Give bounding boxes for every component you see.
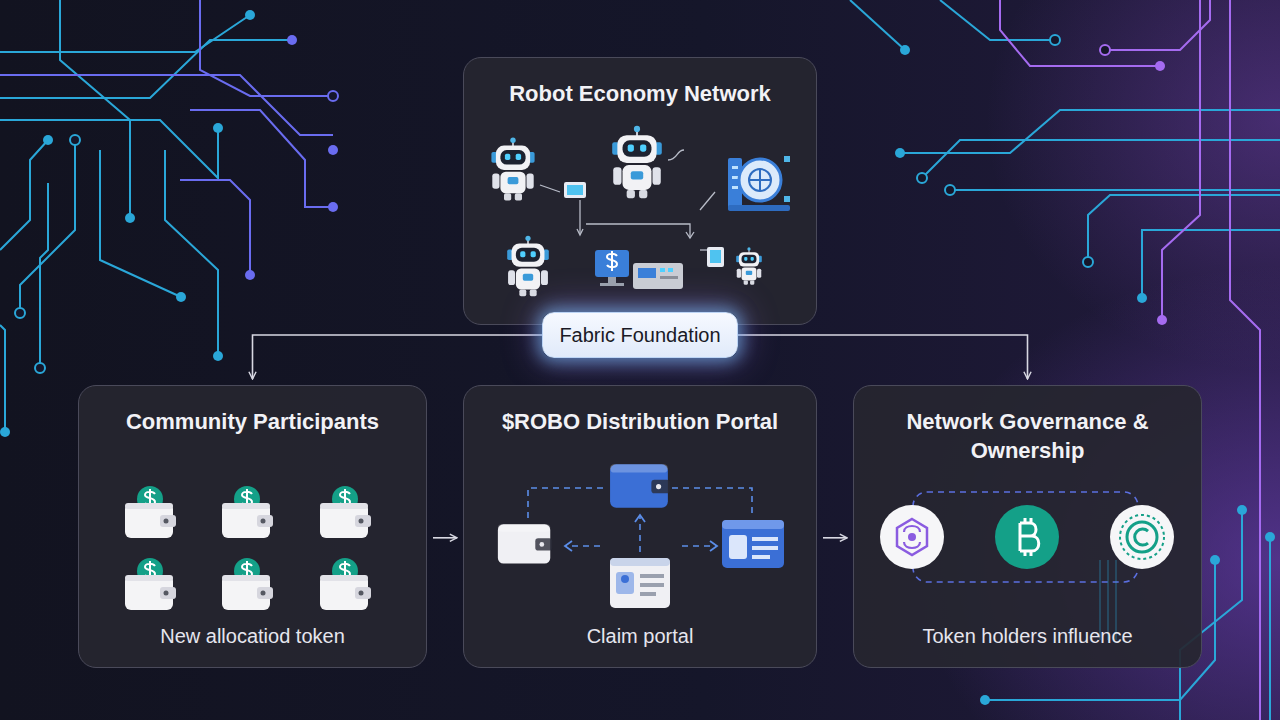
- flow-connector: [433, 537, 457, 539]
- circuit-trace: [0, 325, 5, 432]
- circuit-trace: [940, 0, 1055, 40]
- circuit-trace: [0, 15, 250, 52]
- circuit-trace: [40, 183, 48, 368]
- circuit-trace: [200, 0, 333, 96]
- panel-title: Network Governance & Ownership: [874, 408, 1181, 465]
- circuit-trace: [0, 75, 333, 135]
- circuit-trace: [1269, 537, 1271, 720]
- circuit-trace: [190, 110, 333, 207]
- flow-connector: [823, 537, 847, 539]
- panel-title: Community Participants: [126, 408, 379, 437]
- panel-title: Robot Economy Network: [509, 80, 771, 109]
- circuit-trace: [0, 120, 218, 178]
- circuit-trace: [60, 0, 130, 218]
- circuit-trace: [180, 180, 250, 275]
- circuit-trace: [922, 140, 1280, 178]
- circuit-trace: [1230, 0, 1260, 720]
- pill-label: Fabric Foundation: [559, 322, 720, 348]
- foundation-pill: Fabric Foundation: [542, 312, 737, 358]
- portal-flow-icons: [498, 464, 784, 608]
- flow-connector: [738, 335, 1028, 379]
- circuit-trace: [1162, 0, 1200, 320]
- circuit-trace: [900, 110, 1280, 153]
- robot-illustration: [491, 126, 790, 297]
- circuit-trace: [0, 40, 292, 98]
- circuit-trace: [1105, 0, 1210, 50]
- circuit-trace: [1000, 0, 1160, 66]
- circuit-trace: [0, 140, 48, 250]
- panel-title: $ROBO Distribution Portal: [502, 408, 778, 437]
- panel-caption: Token holders influence: [922, 623, 1132, 649]
- panel-caption: New allocatiod token: [160, 623, 345, 649]
- governance-token-icons: [880, 492, 1174, 640]
- wallet-icons: [125, 486, 371, 610]
- circuit-trace: [850, 0, 905, 50]
- panel-caption: Claim portal: [587, 623, 694, 649]
- flow-connector: [253, 335, 543, 379]
